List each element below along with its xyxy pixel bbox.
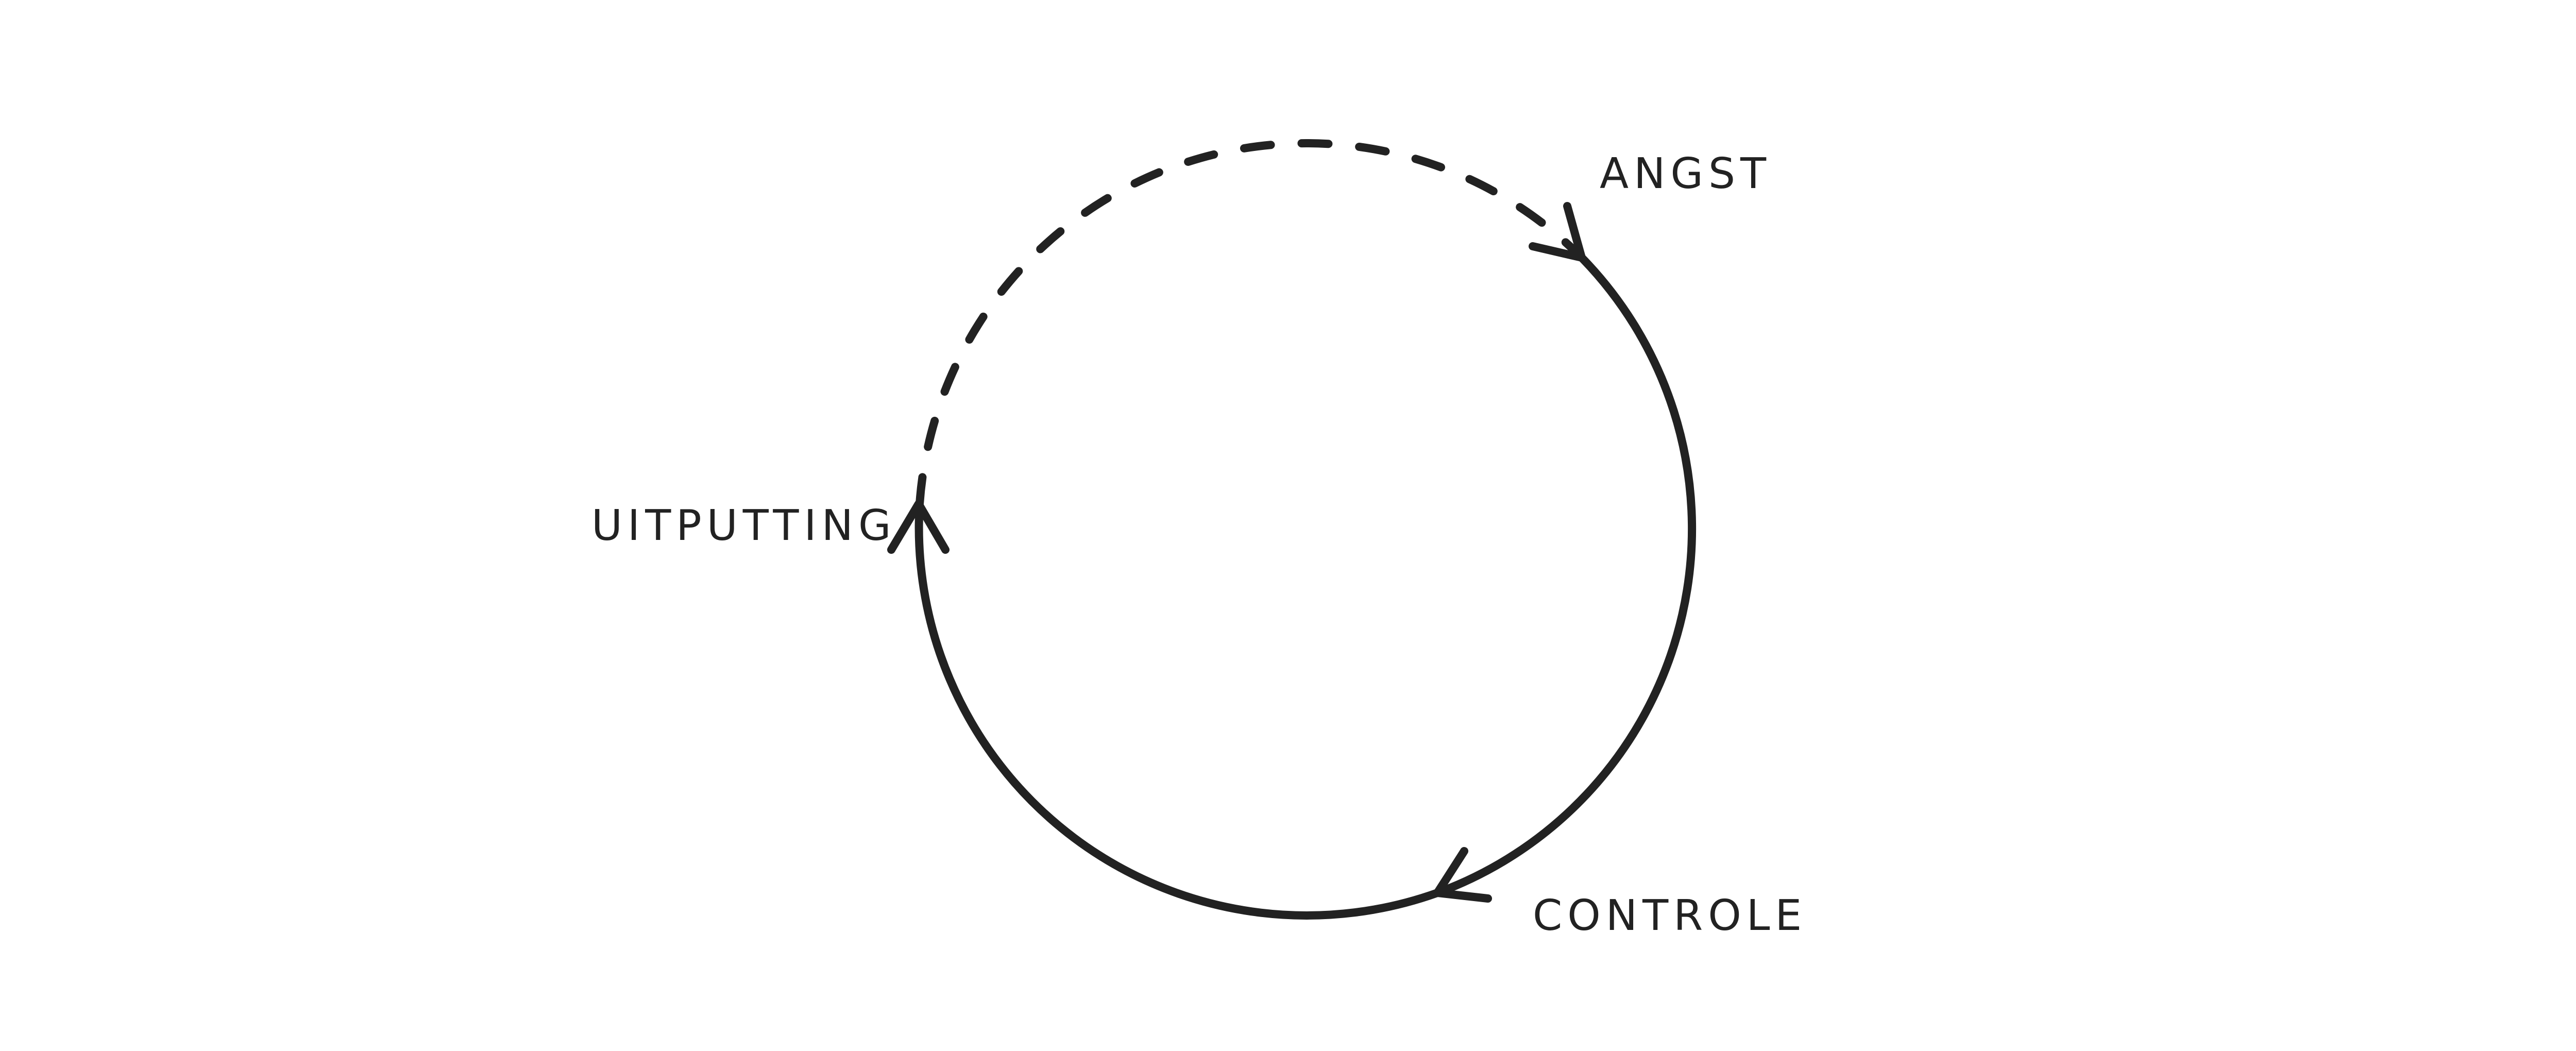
label-uitputting: UITPUTTING (591, 501, 896, 550)
arrowhead-angst (1529, 202, 1586, 262)
dashed-arc-uitputting-to-angst (916, 139, 1586, 508)
label-angst: ANGST (1600, 149, 1771, 198)
label-controle: CONTROLE (1533, 891, 1807, 940)
solid-arc-angst-to-controle (1433, 253, 1697, 897)
arrowhead-controle (1433, 847, 1492, 903)
solid-arc-controle-to-uitputting (914, 500, 1442, 920)
arrowhead-uitputting (887, 500, 950, 554)
